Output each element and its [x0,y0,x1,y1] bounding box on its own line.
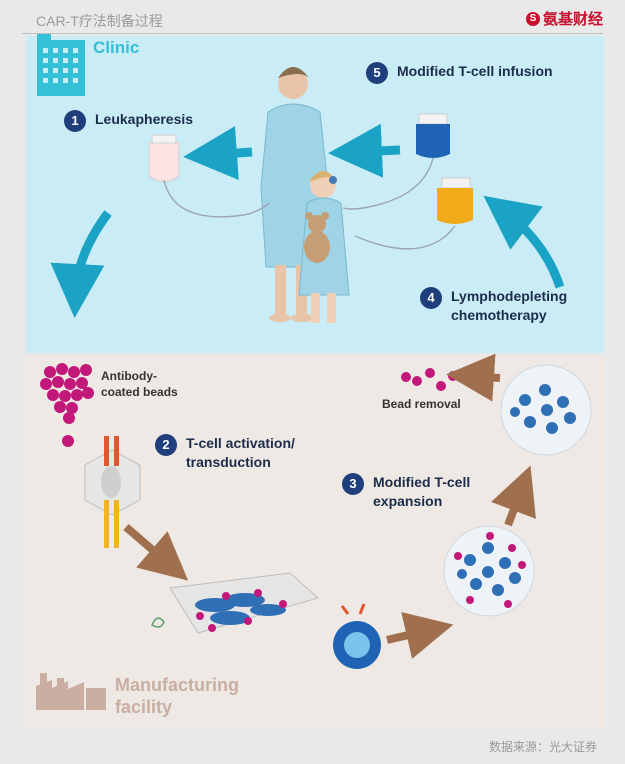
step-modified-t-cell-infusion: 5 Modified T-cell infusion [366,62,553,84]
manufacturing-facility-label: Manufacturing facility [115,674,239,718]
step-number-badge: 5 [366,62,388,84]
step-label: Modified T-cell infusion [397,62,553,81]
step-t-cell-activation: 2 T-cell activation/ transduction [155,434,295,472]
infusion-bag-blue-icon [343,114,450,209]
antibody-beads-cluster [40,363,94,447]
removed-beads [401,368,458,391]
step-number-badge: 1 [64,110,86,132]
bead-removal-label: Bead removal [382,396,461,412]
step-label: Lymphodepleting chemotherapy [451,287,567,325]
step-number-badge: 2 [155,434,177,456]
bead-removal-sphere-icon [501,365,591,455]
step-label: Leukapheresis [95,110,193,129]
step-leukapheresis: 1 Leukapheresis [64,110,193,132]
antibody-beads-label: Antibody- coated beads [101,368,178,400]
leukapheresis-bag-icon [149,135,269,217]
step-number-badge: 4 [420,287,442,309]
step-lymphodepleting-chemotherapy: 4 Lymphodepleting chemotherapy [420,287,567,325]
culture-flask-icon [152,573,318,633]
clinic-building-icon [37,34,85,96]
step-label: Modified T-cell expansion [373,473,470,511]
teddy-bear-icon [304,212,330,263]
step-label: T-cell activation/ transduction [186,434,295,472]
step-modified-t-cell-expansion: 3 Modified T-cell expansion [342,473,470,511]
clinic-label: Clinic [93,38,139,58]
data-source: 数据来源：光大证券 [489,738,597,755]
transduced-t-cell-icon [333,604,381,669]
step-number-badge: 3 [342,473,364,495]
expansion-sphere-icon [444,526,534,616]
factory-icon [36,673,106,710]
